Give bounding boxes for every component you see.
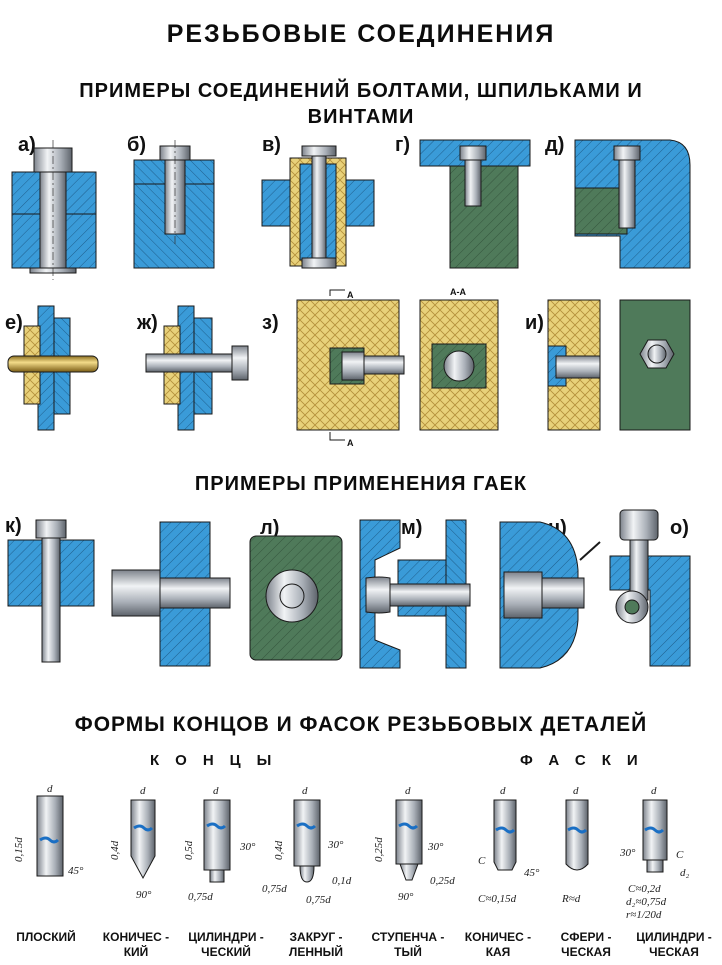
dim-d-8: d [651,785,657,797]
label-a: а) [18,134,36,156]
page-title: РЕЗЬБОВЫЕ СОЕДИНЕНИЯ [166,20,556,48]
fig-v-bolt-flange [261,145,375,269]
chamfer-cylindrical: d 30° C d₂ C≈0,2d d₂≈0,75d r≈1/20d [619,785,690,921]
caption-conical-chamfer: КОНИЧЕС -КАЯ [464,930,532,959]
dim-d2v: d₂≈0,75d [626,896,667,908]
caption-rounded-end: ЗАКРУГ -ЛЕННЫЙ [288,930,344,959]
label-b: б) [127,134,147,156]
section-title-nuts: ПРИМЕРЫ ПРИМЕНЕНИЯ ГАЕК [194,473,528,495]
dim-d-7: d [573,785,579,797]
dim-d-2: d [140,785,146,797]
fig-l-nut [111,521,343,667]
end-stepped: d 0,25d 30° 0,25d 90° [373,785,455,903]
section-title-bolts: ПРИМЕРЫ СОЕДИНЕНИЙ БОЛТАМИ, ШПИЛЬКАМИ И … [79,80,643,128]
dim-d2: d₂ [680,867,690,879]
dim-30-4: 30° [619,847,636,859]
dim-45: 45° [68,865,84,877]
fig-n-nut [499,521,601,669]
end-flat: d 0,15d 45° [13,783,84,877]
dim-30-3: 30° [427,841,444,853]
dim-075d-3: 0,75d [306,894,331,906]
fig-a-bolt-joint [11,140,97,280]
dim-r20: r≈1/20d [626,909,662,921]
label-l: л) [260,517,280,539]
fig-o-nut [609,509,691,667]
section-title-ends: ФОРМЫ КОНЦОВ И ФАСОК РЕЗЬБОВЫХ ДЕТАЛЕЙ [74,713,648,736]
dim-r: R≈d [561,893,581,905]
caption-conical-end: КОНИЧЕС -КИЙ [102,930,170,959]
label-z: з) [262,312,279,334]
dim-c-2: C [676,849,684,861]
dim-025d-2: 0,25d [430,875,455,887]
caption-spherical-chamfer: СФЕРИ -ЧЕСКАЯ [560,930,612,959]
label-g: г) [395,134,410,156]
dim-30-2: 30° [327,839,344,851]
end-rounded: d 0,4d 30° 0,1d 0,75d 0,75d [262,785,352,906]
dim-075d-2: 0,75d [262,883,287,895]
dim-04d: 0,4d [109,840,121,860]
dim-025d-1: 0,25d [373,837,385,862]
dim-30-1: 30° [239,841,256,853]
dim-d-1: d [47,783,53,795]
dim-05d: 0,5d [183,840,195,860]
caption-cylindrical-chamfer: ЦИЛИНДРИ -ЧЕСКАЯ [636,930,712,959]
label-o: о) [670,517,689,539]
chamfer-spherical: d R≈d [561,785,589,905]
label-e: е) [5,312,23,334]
dim-c02: C≈0,2d [628,883,661,895]
chamfers-label: ФАСКИ [520,752,654,769]
dim-c-1: C [478,855,486,867]
label-zh: ж) [137,312,158,334]
ends-label: КОНЦЫ [150,752,288,769]
end-conical: d 0,4d 90° [109,785,156,901]
fig-g-screw-joint [419,139,531,269]
caption-stepped-end: СТУПЕНЧА -ТЫЙ [371,930,445,959]
dim-90-1: 90° [136,889,152,901]
dim-d-6: d [500,785,506,797]
label-i: и) [525,312,544,334]
dim-015d: 0,15d [13,837,25,862]
dim-075d-1: 0,75d [188,891,213,903]
label-d: д) [545,134,565,156]
dim-c015: C≈0,15d [478,893,517,905]
section-mark-aa: А-А [450,287,466,297]
fig-e-pin-joint [7,305,99,431]
caption-flat: ПЛОСКИЙ [16,930,76,944]
fig-k-nut [7,519,95,663]
fig-zh-bolt-joint [145,305,249,431]
label-k: к) [5,515,22,537]
section-mark-a-bottom: А [347,438,354,448]
chamfer-conical: d C 45° C≈0,15d [478,785,540,905]
dim-04d-2: 0,4d [273,840,285,860]
fig-d-screw-housing [574,139,691,269]
fig-z-wood-joint: А А А-А [296,287,499,448]
label-m: м) [401,517,423,539]
dim-d-5: d [405,785,411,797]
dim-45-2: 45° [524,867,540,879]
end-cylindrical: d 0,5d 30° 0,75d [183,785,256,903]
label-v: в) [262,134,281,156]
fig-i-screw-joint [547,299,691,431]
fig-m-nut [359,519,471,669]
dim-90-2: 90° [398,891,414,903]
dim-d-4: d [302,785,308,797]
fig-b-stud-joint [133,140,215,269]
dim-01d: 0,1d [332,875,352,887]
dim-d-3: d [213,785,219,797]
caption-cylindrical-end: ЦИЛИНДРИ -ЧЕСКИЙ [188,930,264,959]
section-mark-a-top: А [347,290,354,300]
